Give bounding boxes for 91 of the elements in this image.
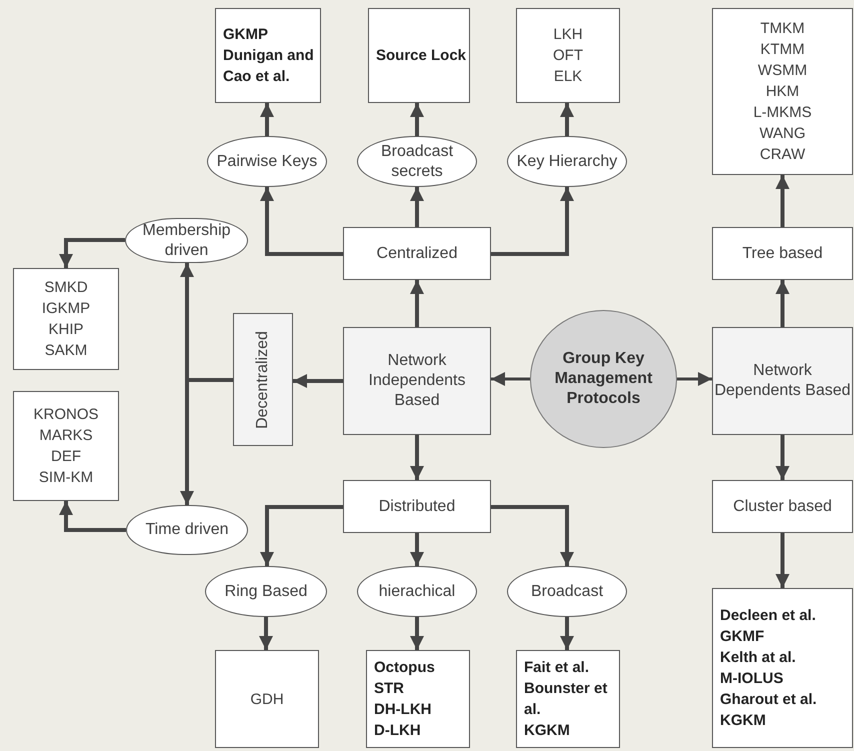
- protocol-name: KRONOS: [33, 405, 98, 425]
- node-label: Pairwise Keys: [216, 152, 318, 172]
- protocol-name: IGKMP: [42, 299, 90, 319]
- protocol-name: L-MKMS: [753, 103, 812, 123]
- process-box: [215, 650, 319, 748]
- arrow: [410, 533, 424, 566]
- protocol-name: KGKM: [524, 721, 570, 741]
- node-label: Network Dependents Based: [713, 361, 852, 401]
- protocol-name: SAKM: [44, 341, 88, 361]
- protocol-name: DH-LKH: [374, 700, 432, 720]
- protocol-name: KTMM: [760, 40, 805, 60]
- node-label: Network Independents Based: [368, 351, 466, 411]
- process-box: [516, 650, 620, 748]
- protocol-name: TMKM: [760, 19, 805, 39]
- node-label: Tree based: [742, 244, 823, 264]
- process-box: [343, 227, 491, 280]
- process-box: [343, 480, 491, 533]
- arrow: [776, 175, 790, 227]
- protocol-name: LKH: [553, 25, 583, 45]
- arrow: [293, 374, 343, 388]
- arrow: [776, 280, 790, 327]
- protocol-name: WANG: [759, 124, 806, 144]
- process-box: [712, 8, 853, 175]
- node-label: Key Hierarchy: [516, 152, 618, 172]
- protocol-name: OFT: [553, 46, 583, 66]
- protocol-name: DEF: [51, 447, 81, 467]
- arrow: [260, 187, 343, 256]
- protocol-name: MARKS: [39, 426, 93, 446]
- protocol-name: Dunigan and Cao et al.: [223, 46, 315, 87]
- node-label: Broadcast: [530, 582, 604, 602]
- protocol-name: Gharout et al.: [720, 690, 817, 710]
- protocol-name: Bounster et al.: [524, 679, 608, 720]
- protocol-name: HKM: [766, 82, 800, 102]
- arrow: [491, 372, 530, 386]
- protocol-name: M-IOLUS: [720, 669, 784, 689]
- process-box: [13, 391, 119, 501]
- process-box: [215, 8, 321, 103]
- arrow: [560, 617, 574, 650]
- process-box: [516, 8, 620, 103]
- protocol-name: GDH: [250, 690, 284, 710]
- process-box: [368, 8, 470, 103]
- category-box: [233, 313, 293, 446]
- arrow: [491, 187, 574, 256]
- arrow: [491, 505, 574, 566]
- arrow: [59, 238, 125, 268]
- protocol-name: Kelth at al.: [720, 648, 796, 668]
- node-label: Group Key Management Protocols: [554, 349, 654, 409]
- node-label: Broadcast secrets: [380, 142, 454, 182]
- category-box: [712, 327, 853, 435]
- node-label: hierachical: [378, 582, 456, 602]
- process-box: [13, 268, 119, 370]
- node-label: Centralized: [376, 244, 458, 264]
- protocol-name: WSMM: [758, 61, 808, 81]
- protocol-name: KHIP: [48, 320, 84, 340]
- node-label: Membership driven: [141, 220, 232, 260]
- arrow: [259, 617, 273, 650]
- protocol-name: D-LKH: [374, 721, 421, 741]
- arrow: [410, 187, 424, 227]
- node-label: Decentralized: [253, 330, 272, 428]
- protocol-name: STR: [374, 679, 404, 699]
- node-label: Time driven: [146, 520, 228, 540]
- category-box: [343, 327, 491, 435]
- node-label: Distributed: [378, 496, 456, 516]
- process-box: [712, 588, 853, 748]
- arrow: [410, 280, 424, 327]
- arrow: [776, 533, 790, 588]
- arrow: [677, 372, 712, 386]
- node-label: Ring Based: [224, 582, 308, 602]
- protocol-name: Decleen et al.: [720, 606, 816, 626]
- arrow: [59, 501, 126, 532]
- protocol-name: SMKD: [44, 278, 88, 298]
- arrow: [560, 103, 574, 136]
- process-box: [712, 480, 853, 533]
- arrow: [410, 617, 424, 650]
- node-label: Cluster based: [733, 496, 832, 516]
- arrow: [410, 435, 424, 480]
- arrow: [260, 505, 343, 566]
- arrow: [260, 103, 274, 136]
- protocol-name: SIM-KM: [38, 468, 94, 488]
- arrow: [410, 103, 424, 136]
- protocol-name: ELK: [554, 67, 582, 87]
- protocol-name: Source Lock: [376, 46, 466, 66]
- protocol-name: GKMF: [720, 627, 764, 647]
- protocol-name: CRAW: [760, 145, 806, 165]
- process-box: [366, 650, 470, 748]
- protocol-name: GKMP: [223, 25, 268, 45]
- protocol-name: Octopus: [374, 658, 435, 678]
- protocol-name: KGKM: [720, 711, 766, 731]
- protocol-name: Fait et al.: [524, 658, 590, 678]
- process-box: [712, 227, 853, 280]
- arrow: [776, 435, 790, 480]
